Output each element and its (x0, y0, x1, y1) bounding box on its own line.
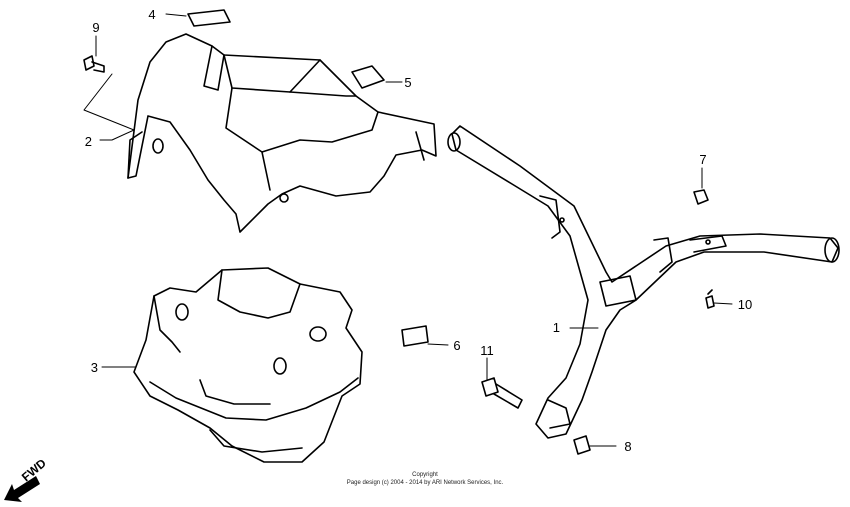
leader-lines (83, 13, 733, 447)
label-plate-4 (187, 9, 231, 27)
bolt-11 (481, 377, 523, 409)
nut-8 (573, 435, 591, 455)
callout-7: 7 (699, 152, 706, 167)
callout-9: 9 (92, 20, 99, 35)
callout-8: 8 (624, 439, 631, 454)
copyright-line-1: Copyright (412, 472, 438, 478)
bolt-10 (705, 289, 715, 309)
nut-7 (693, 189, 709, 205)
rubber-pad-6 (401, 325, 429, 347)
lower-handlebar-cover (133, 267, 363, 463)
screw-9 (83, 55, 105, 73)
upper-handlebar-cover (127, 33, 437, 233)
copyright-line-2: Page design (c) 2004 - 2014 by ARI Netwo… (347, 480, 504, 486)
callout-3: 3 (91, 360, 98, 375)
callout-5: 5 (404, 75, 411, 90)
forward-arrow-icon (4, 476, 40, 502)
callout-1: 1 (553, 320, 560, 335)
callout-6: 6 (453, 338, 460, 353)
label-plate-5 (351, 65, 385, 89)
callout-2: 2 (85, 134, 92, 149)
callout-4: 4 (148, 7, 155, 22)
handlebar (447, 125, 840, 439)
callout-11: 11 (480, 343, 494, 358)
callout-10: 10 (738, 297, 752, 312)
